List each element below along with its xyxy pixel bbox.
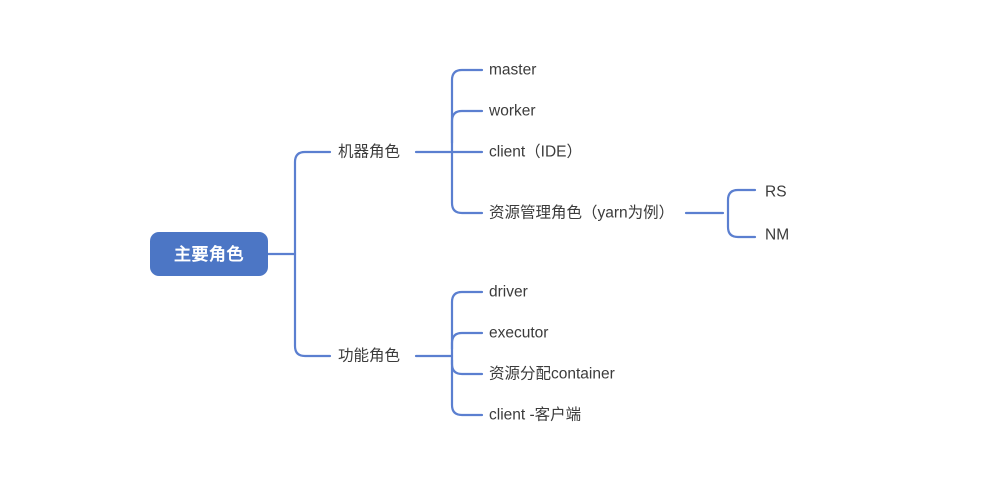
branch-node-machine-role[interactable]: 机器角色 <box>338 143 401 161</box>
leaf-node-master[interactable]: master <box>489 61 537 79</box>
root-node-label: 主要角色 <box>174 244 244 264</box>
wire-branch1-bracket-inner <box>450 109 484 145</box>
leaf-node-resource-allocation-container[interactable]: 资源分配container <box>489 365 615 383</box>
root-node[interactable]: 主要角色 <box>150 232 268 276</box>
wire-branch1-bracket-outer <box>450 68 484 215</box>
leaf-node-nm[interactable]: NM <box>765 226 790 244</box>
wire-root-bracket <box>293 150 332 358</box>
wire-branch2-bracket-outer <box>450 290 484 417</box>
leaf-node-driver[interactable]: driver <box>489 283 528 301</box>
leaf-node-resource-manager-role[interactable]: 资源管理角色（yarn为例） <box>489 204 675 222</box>
leaf-node-client-ide[interactable]: client（IDE） <box>489 143 583 161</box>
leaf-node-executor[interactable]: executor <box>489 324 549 342</box>
leaf-node-client-customer[interactable]: client -客户端 <box>489 406 582 424</box>
branch-node-functional-role[interactable]: 功能角色 <box>338 347 401 365</box>
leaf-node-rs[interactable]: RS <box>765 183 787 201</box>
wire-branch2-bracket-upper <box>450 331 484 351</box>
wire-branch2-bracket-lower <box>450 358 484 376</box>
leaf-node-worker[interactable]: worker <box>489 102 536 120</box>
wire-sub-bracket <box>726 188 757 239</box>
